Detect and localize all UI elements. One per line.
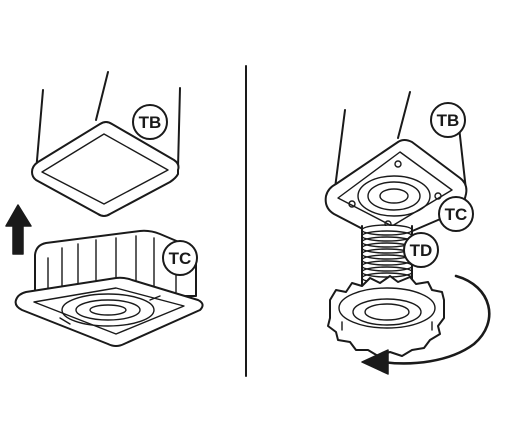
right-panel — [324, 91, 491, 375]
left-foot-tc — [14, 229, 204, 347]
label-left-tc-text: TC — [169, 249, 192, 268]
thread-spindle — [361, 224, 413, 287]
label-right-tb: TB — [430, 102, 466, 138]
right-foot-tc — [324, 139, 468, 241]
label-right-tb-text: TB — [437, 111, 460, 130]
up-arrow-icon — [5, 204, 32, 255]
label-left-tc: TC — [162, 240, 198, 276]
label-left-tb: TB — [132, 104, 168, 140]
rotate-arrow-icon — [361, 274, 491, 375]
left-leg-tb — [31, 71, 181, 217]
label-left-tb-text: TB — [139, 113, 162, 132]
serrated-disc — [327, 275, 445, 357]
label-right-td-text: TD — [410, 241, 433, 260]
label-right-tc-text: TC — [445, 205, 468, 224]
left-panel — [5, 71, 204, 347]
right-adjuster-td — [327, 224, 445, 357]
label-right-td: TD — [403, 232, 439, 268]
label-right-tc: TC — [438, 196, 474, 232]
